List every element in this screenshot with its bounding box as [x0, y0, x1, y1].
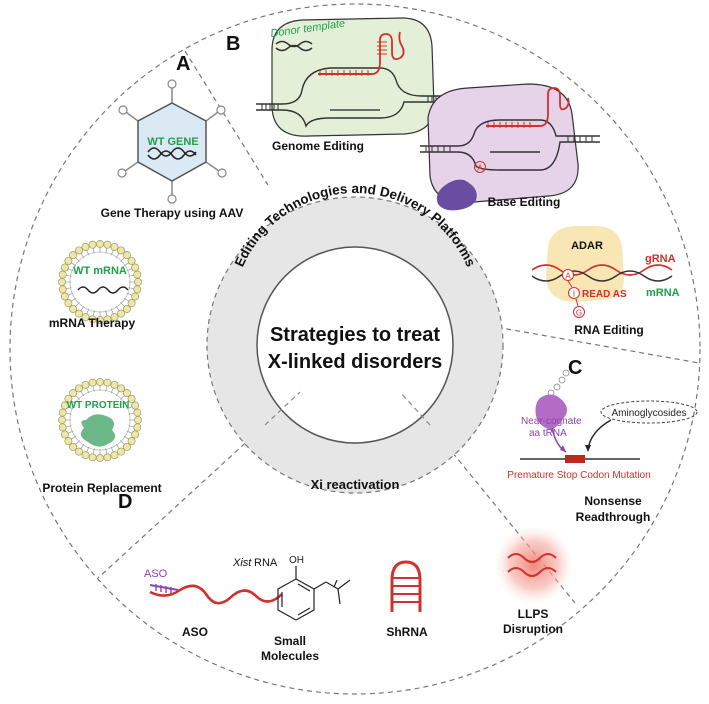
nonsense-label-line2: Readthrough	[576, 510, 651, 524]
divider-a-d	[97, 424, 266, 579]
base-edit-mark: A	[477, 164, 483, 173]
section-letter-a: A	[176, 53, 190, 75]
rna-editing-label: RNA Editing	[574, 323, 644, 337]
genome-dna-strands	[256, 67, 452, 129]
section-letter-d: D	[118, 491, 132, 513]
grna-label: gRNA	[645, 253, 676, 265]
base-dna-strands	[420, 119, 600, 171]
stop-codon-label: Premature Stop Codon Mutation	[507, 470, 650, 481]
trna-label-line1: Near-cognate	[521, 416, 582, 427]
protein-replacement-label: Protein Replacement	[42, 481, 161, 495]
outer-circle	[9, 3, 701, 695]
mrna-lipid-nanoparticle-icon	[58, 240, 142, 324]
aminoglycosides-label: Aminoglycosides	[611, 408, 686, 419]
read-as-label: READ AS	[582, 289, 627, 300]
nonsense-label-line1: Nonsense	[584, 494, 642, 508]
shrna-hairpin-icon	[390, 560, 422, 612]
llps-wave-bottom	[507, 567, 557, 577]
section-letter-b: B	[226, 33, 240, 55]
aso-tag: ASO	[144, 568, 168, 580]
aminoglycosides-bubble	[600, 400, 698, 424]
trna-icon	[535, 369, 570, 430]
small-molecules-line2: Molecules	[261, 649, 319, 663]
protein-blob	[80, 414, 116, 447]
xist-italic: Xist	[232, 557, 252, 569]
llps-wave-top	[507, 553, 557, 563]
oh-label: OH	[289, 555, 304, 566]
mrna-label: mRNA	[646, 287, 680, 299]
small-molecules-line1: Small	[274, 634, 306, 648]
rna-edit-g-mark: G	[576, 309, 582, 318]
adar-label: ADAR	[571, 240, 603, 252]
llps-label-line1: LLPS	[518, 607, 549, 621]
xist-rna-text: RNA	[254, 557, 278, 569]
deaminase-blob	[436, 179, 477, 211]
aso-label: ASO	[182, 625, 208, 639]
genome-editing-label: Genome Editing	[272, 139, 364, 153]
shrna-label: ShRNA	[386, 625, 428, 639]
small-molecule-structure	[277, 566, 351, 621]
aso-strand	[149, 584, 179, 591]
xist-rna-strand	[149, 584, 283, 605]
mrna-text: WT mRNA	[73, 265, 127, 277]
center-title-line1: Strategies to treat	[270, 324, 440, 346]
llps-glow	[494, 525, 574, 605]
llps-label-line2: Disruption	[503, 622, 563, 636]
adar-blob	[546, 226, 624, 302]
trna-label-line2: aa tRNA	[529, 428, 567, 439]
aav-capsid-icon	[117, 79, 227, 204]
mrna-therapy-label: mRNA Therapy	[49, 316, 136, 330]
mrna-strand	[531, 270, 673, 282]
rna-edit-i-mark: I	[573, 290, 575, 299]
rna-edit-a-mark: A	[565, 272, 571, 281]
protein-text: WT PROTEIN	[67, 400, 130, 411]
gene-therapy-aav-label: Gene Therapy using AAV	[101, 206, 244, 220]
base-editing-label: Base Editing	[488, 195, 561, 209]
section-letter-c: C	[568, 357, 582, 379]
stop-codon-box	[565, 455, 585, 463]
aav-gene-text: WT GENE	[147, 136, 198, 148]
ring-lower-label: Xi reactivation	[311, 477, 400, 492]
center-circle	[256, 246, 454, 444]
grna-strand	[531, 264, 673, 276]
center-title-line2: X-linked disorders	[268, 351, 443, 373]
